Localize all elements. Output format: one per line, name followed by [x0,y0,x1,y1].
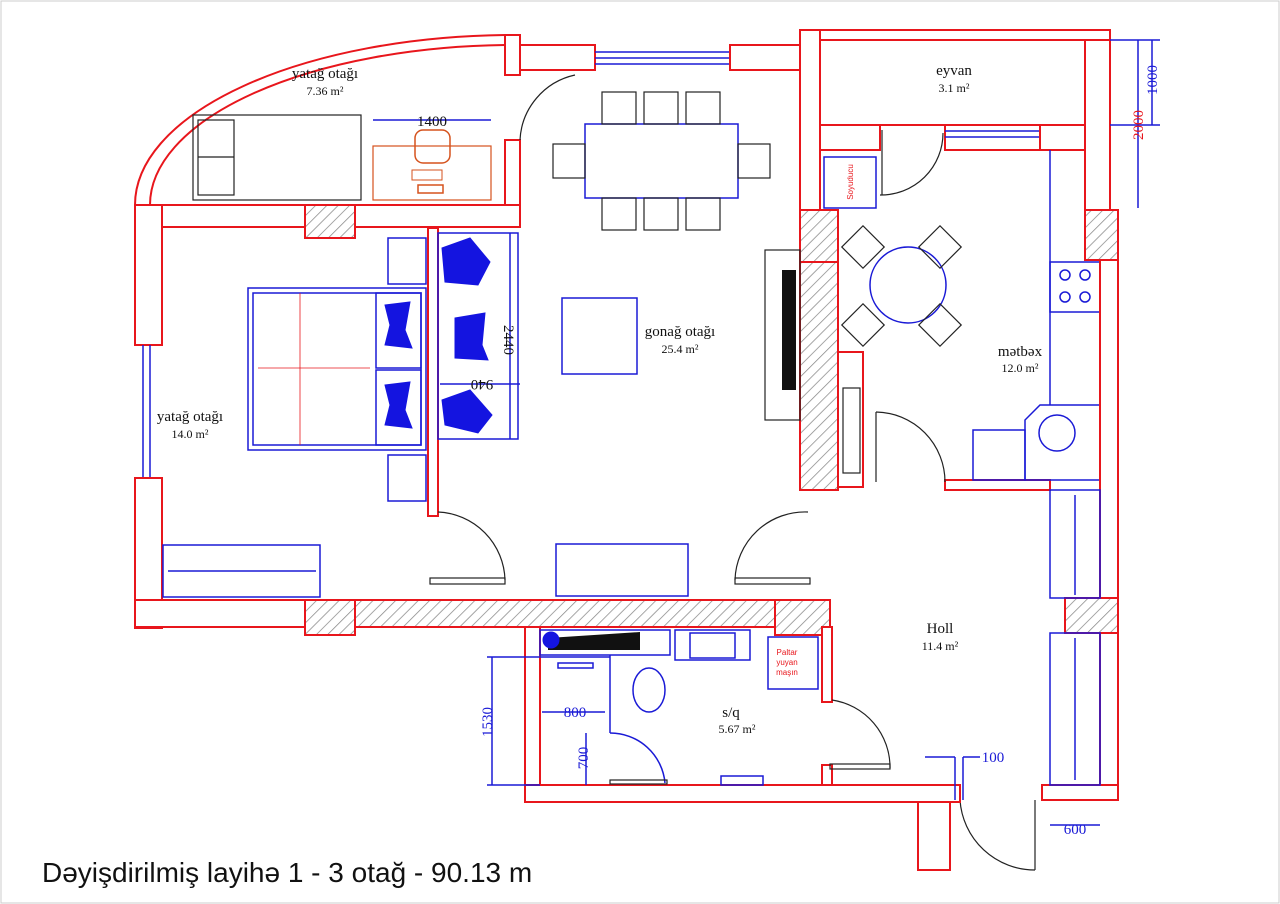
bathroom-walls [524,626,961,803]
fridge-label: Soyuducu [846,164,855,200]
hall-wardrobe [1049,489,1101,786]
room-area-bedroom-small: 7.36 m² [307,84,344,98]
bathroom-dimensions [487,656,980,800]
kitchen-table [840,224,963,348]
balcony-dimension-2000: 2000 [1131,110,1147,140]
top-window [519,44,801,71]
room-name-hall: Holl [927,621,954,637]
bath-height-dimension: 1530 [480,707,496,737]
room-area-hall: 11.4 m² [922,639,959,653]
room-area-bedroom-large: 14.0 m² [172,427,209,441]
balcony-dimension-1000: 1000 [1145,65,1161,95]
room-area-kitchen: 12.0 m² [1002,361,1039,375]
column [304,204,356,239]
stove-icon [1049,261,1101,313]
washer-label-3: maşın [776,668,798,677]
shower-width-dimension: 800 [564,705,587,721]
chair-icon [414,129,451,164]
room-name-bathroom: s/q [722,705,740,721]
tv-stand [555,543,689,597]
sofa: 2440 940 [437,232,520,440]
fridge: Soyuducu [823,156,877,209]
toilet-icon [632,667,666,713]
door-swing [519,74,576,141]
washing-machine [767,636,819,690]
sofa-length-dimension: 2440 [500,325,516,355]
kitchen-walls [764,209,1051,491]
room-area-living: 25.4 m² [662,342,699,356]
balcony-walls [799,29,1160,261]
coffee-table [561,297,638,375]
bedroom-large-walls [134,204,831,636]
shower-door-dimension: 700 [576,747,592,770]
room-name-kitchen: mətbəx [998,344,1043,360]
bathtub [539,629,671,656]
bathroom-fixtures: Paltar yuyan maşın [539,629,819,786]
washer-label-2: yuyan [776,658,797,667]
sink-icon [1038,414,1076,452]
washbasin-icon [674,629,751,661]
sofa-depth-dimension: 940 [471,376,494,392]
bed-single [192,114,362,201]
room-area-balcony: 3.1 m² [939,81,970,95]
wardrobe-dimension: 600 [1064,822,1087,838]
plan-title: Dəyişdirilmiş layihə 1 - 3 otağ - 90.13 … [42,857,532,888]
door-gap-dimension: 100 [982,750,1005,766]
kitchen-counter [972,150,1101,481]
room-name-bedroom-large: yatağ otağı [157,409,223,425]
wardrobe-bedroom [162,544,321,598]
room-name-bedroom-small: yatağ otağı [292,66,358,82]
room-name-living: gonağ otağı [645,324,715,340]
washer-label-1: Paltar [777,648,798,657]
double-bed [247,237,427,502]
desk-dimension: 1400 [417,114,447,130]
dining-table [552,91,771,231]
room-area-bathroom: 5.67 m² [719,722,756,736]
desk: 1400 [372,114,492,201]
room-name-balcony: eyvan [936,63,972,79]
